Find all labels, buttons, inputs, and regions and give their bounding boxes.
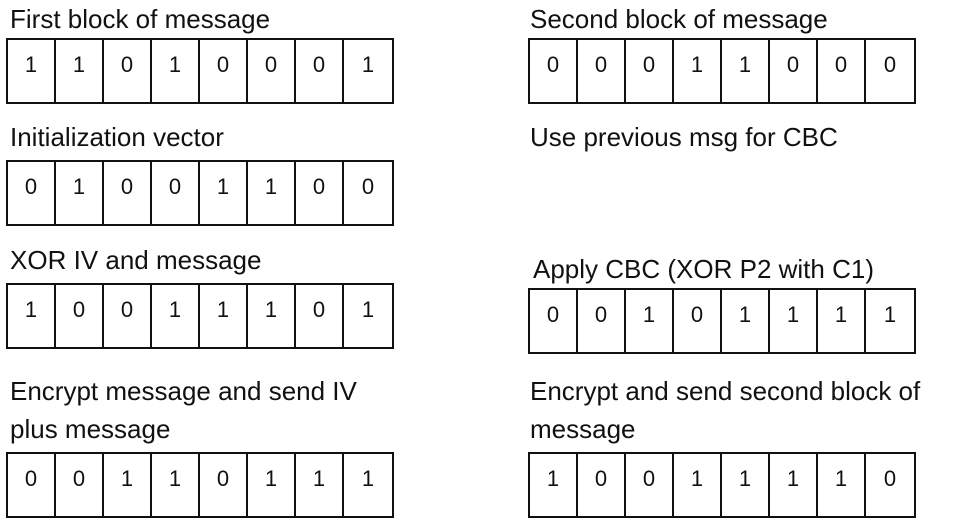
bit-cell: 1 [200,162,248,224]
bit-cell: 0 [56,285,104,347]
bit-cell: 0 [8,454,56,516]
bit-cell: 1 [361,297,375,322]
bit-cell: 0 [361,174,375,199]
bit-cell: 0 [530,40,578,102]
bit-cell: 0 [883,52,897,77]
cbc-note-label: Use previous msg for CBC [530,122,838,152]
bit-cell: 1 [722,40,770,102]
bit-cell: 1 [104,454,152,516]
bit-cell: 0 [200,454,248,516]
bit-cell: 1 [361,52,375,77]
bit-cell: 0 [152,162,200,224]
bit-cell: 1 [8,40,56,102]
encrypt-first-label-line1: Encrypt message and send IV [10,376,357,406]
encrypt-second-label-line2: message [530,414,636,444]
bit-cell: 1 [674,40,722,102]
bit-cell: 1 [152,454,200,516]
bit-cell: 0 [104,162,152,224]
bit-cell: 1 [674,454,722,516]
bit-cell: 0 [296,40,344,102]
bit-cell: 0 [56,454,104,516]
first-block-label: First block of message [10,4,271,34]
bit-cell: 0 [578,454,626,516]
bit-cell: 0 [626,454,674,516]
bit-cell: 0 [296,285,344,347]
bit-cell: 1 [770,290,818,352]
bit-cell: 0 [883,466,897,491]
bit-cell: 0 [578,290,626,352]
bit-cell: 1 [818,454,866,516]
bit-cell: 0 [248,40,296,102]
bit-cell: 1 [56,40,104,102]
bit-cell: 0 [578,40,626,102]
bit-cell: 1 [818,290,866,352]
bit-cell: 1 [361,466,375,491]
bit-cell: 1 [883,302,897,327]
bit-cell: 1 [770,454,818,516]
bit-cell: 1 [56,162,104,224]
encrypt-second-label-line1: Encrypt and send second block of [530,376,921,406]
bit-cell: 1 [530,454,578,516]
apply-cbc-label: Apply CBC (XOR P2 with C1) [533,254,874,284]
bit-cell: 1 [248,162,296,224]
bit-cell: 0 [674,290,722,352]
bit-cell: 1 [248,454,296,516]
xor-iv-message-label: XOR IV and message [10,245,262,275]
bit-cell: 1 [152,40,200,102]
bit-cell: 1 [248,285,296,347]
bit-cell: 0 [626,40,674,102]
bit-cell: 1 [722,454,770,516]
bit-cell: 1 [722,290,770,352]
bit-cell: 1 [152,285,200,347]
bit-cell: 0 [104,285,152,347]
bit-cell: 1 [8,285,56,347]
iv-label: Initialization vector [10,122,224,152]
bit-cell: 0 [8,162,56,224]
bit-cell: 1 [296,454,344,516]
bit-cell: 0 [104,40,152,102]
second-block-label: Second block of message [530,4,828,34]
bit-cell: 0 [770,40,818,102]
bit-cell: 0 [200,40,248,102]
bit-cell: 1 [626,290,674,352]
bit-cell: 1 [200,285,248,347]
bit-cell: 0 [296,162,344,224]
encrypt-first-label-line2: plus message [10,414,171,444]
bit-cell: 0 [530,290,578,352]
bit-cell: 0 [818,40,866,102]
